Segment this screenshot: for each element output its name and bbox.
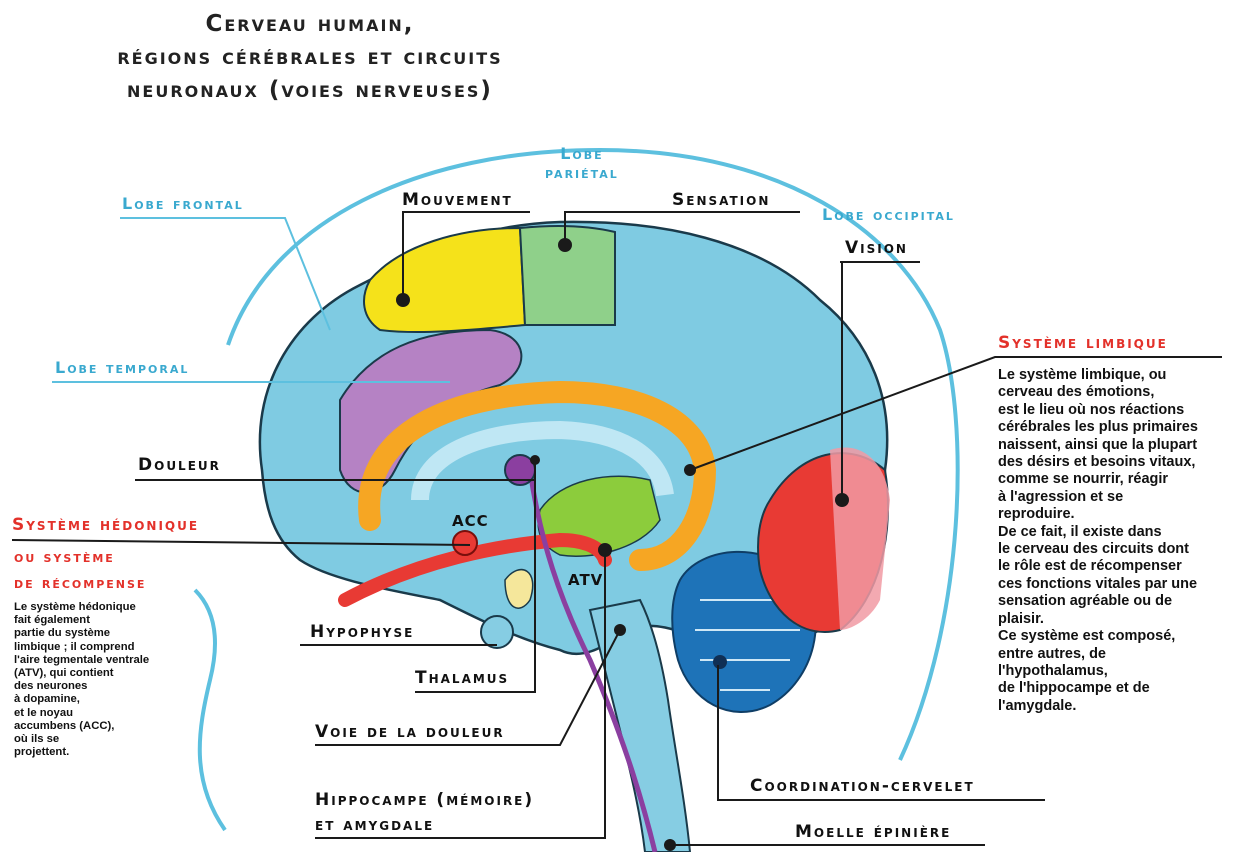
hedonic-text-line: l'aire tegmentale ventrale — [14, 654, 149, 667]
hedonic-text-line: projettent. — [14, 746, 149, 759]
label-lobe-parietal-line1: Lobe — [545, 144, 619, 163]
label-vision: Vision — [845, 238, 908, 258]
acc-node — [453, 531, 477, 555]
hedonic-text-line: limbique ; il comprend — [14, 641, 149, 654]
hedonic-text-line: à dopamine, — [14, 693, 149, 706]
limbic-text-line: le rôle est de récompenser — [998, 558, 1198, 575]
limbic-heading: Système limbique — [998, 333, 1168, 353]
label-lobe-parietal-line2: pariétal — [545, 163, 619, 182]
hedonic-text-line: fait également — [14, 614, 149, 627]
label-coordination: Coordination-cervelet — [750, 776, 975, 796]
limbic-text-line: plaisir. — [998, 611, 1198, 628]
limbic-text-line: comme se nourrir, réagir — [998, 471, 1198, 488]
hedonic-text-line: des neurones — [14, 680, 149, 693]
limbic-text-line: cerveau des émotions, — [998, 384, 1198, 401]
hedonic-text-line: (ATV), qui contient — [14, 667, 149, 680]
hedonic-text-line: Le système hédonique — [14, 601, 149, 614]
limbic-text-line: de l'hippocampe et de — [998, 680, 1198, 697]
label-lobe-frontal: Lobe frontal — [122, 194, 244, 213]
limbic-text-line: cérébrales les plus primaires — [998, 419, 1198, 436]
motor-cortex — [364, 228, 525, 332]
face-outline — [195, 590, 225, 830]
label-atv: ATV — [568, 571, 603, 589]
label-hypophyse: Hypophyse — [310, 622, 414, 642]
label-thalamus: Thalamus — [415, 668, 509, 688]
hedonic-heading-line1: Système hédonique — [12, 515, 199, 535]
label-acc: ACC — [452, 512, 489, 530]
hedonic-text-line: accumbens (ACC), — [14, 720, 149, 733]
leader-lobe-frontal — [120, 218, 330, 330]
limbic-text-line: est le lieu où nos réactions — [998, 402, 1198, 419]
limbic-text-line: le cerveau des circuits dont — [998, 541, 1198, 558]
hypophyse — [481, 616, 513, 648]
limbic-text-line: l'amygdale. — [998, 698, 1198, 715]
limbic-text-line: l'hypothalamus, — [998, 663, 1198, 680]
label-sensation: Sensation — [672, 190, 770, 210]
hedonic-heading-line2: ou système — [14, 548, 115, 566]
label-douleur: Douleur — [138, 455, 221, 475]
label-voie-douleur: Voie de la douleur — [315, 722, 505, 742]
limbic-text-line: Ce système est composé, — [998, 628, 1198, 645]
hedonic-text-line: et le noyau — [14, 707, 149, 720]
hedonic-text-line: partie du système — [14, 627, 149, 640]
limbic-text-line: De ce fait, il existe dans — [998, 524, 1198, 541]
label-hippocampe-line1: Hippocampe (mémoire) — [315, 790, 534, 810]
hedonic-heading-line3: de récompense — [14, 574, 146, 592]
limbic-text-line: ces fonctions vitales par une — [998, 576, 1198, 593]
limbic-text-line: entre autres, de — [998, 646, 1198, 663]
label-lobe-parietal: Lobe pariétal — [545, 144, 619, 182]
limbic-text-line: des désirs et besoins vitaux, — [998, 454, 1198, 471]
hedonic-text-line: où ils se — [14, 733, 149, 746]
limbic-text-line: sensation agréable ou de — [998, 593, 1198, 610]
limbic-text-line: naissent, ainsi que la plupart — [998, 437, 1198, 454]
label-lobe-occipital: Lobe occipital — [822, 205, 955, 224]
cerebellum-marker — [713, 655, 727, 669]
limbic-text-line: Le système limbique, ou — [998, 367, 1198, 384]
label-hippocampe-line2: et amygdale — [315, 815, 434, 835]
limbic-text-line: reproduire. — [998, 506, 1198, 523]
label-moelle: Moelle épinière — [795, 822, 951, 842]
label-lobe-temporal: Lobe temporal — [55, 358, 189, 377]
label-mouvement: Mouvement — [402, 190, 513, 210]
limbic-text-line: à l'agression et se — [998, 489, 1198, 506]
